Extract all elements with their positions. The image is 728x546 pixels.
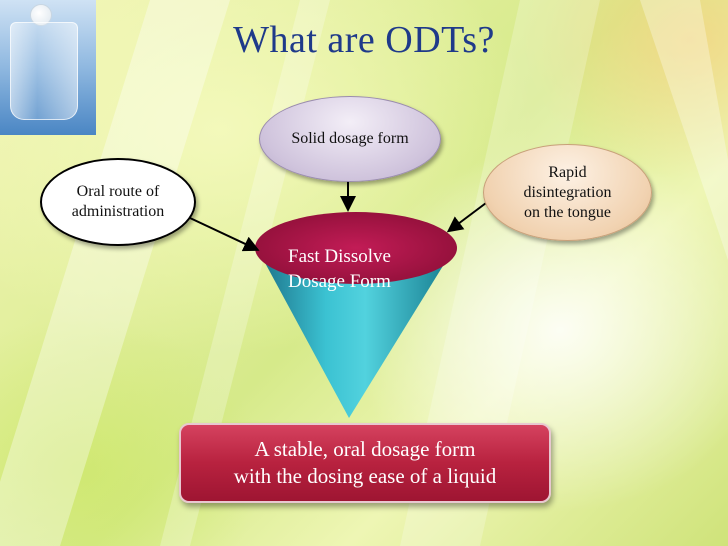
node-oral-line2: administration: [72, 202, 164, 222]
node-oral-line1: Oral route of: [72, 182, 164, 202]
result-line1: A stable, oral dosage form: [254, 436, 475, 463]
node-oral-route: Oral route of administration: [40, 158, 196, 246]
arrow-rapid: [450, 203, 486, 230]
cone-label: Fast Dissolve Dosage Form: [288, 244, 438, 294]
cone-label-line1: Fast Dissolve: [288, 244, 438, 269]
node-rapid-disintegration: Rapid disintegration on the tongue: [483, 144, 652, 241]
arrow-oral: [190, 218, 256, 249]
node-solid-dosage-form: Solid dosage form: [259, 96, 441, 182]
result-box: A stable, oral dosage form with the dosi…: [179, 423, 551, 503]
result-line2: with the dosing ease of a liquid: [234, 463, 496, 490]
node-solid-label: Solid dosage form: [291, 129, 408, 149]
node-rapid-line1: Rapid: [524, 163, 612, 183]
cone-label-line2: Dosage Form: [288, 269, 438, 294]
node-rapid-line3: on the tongue: [524, 203, 612, 223]
node-rapid-line2: disintegration: [524, 183, 612, 203]
